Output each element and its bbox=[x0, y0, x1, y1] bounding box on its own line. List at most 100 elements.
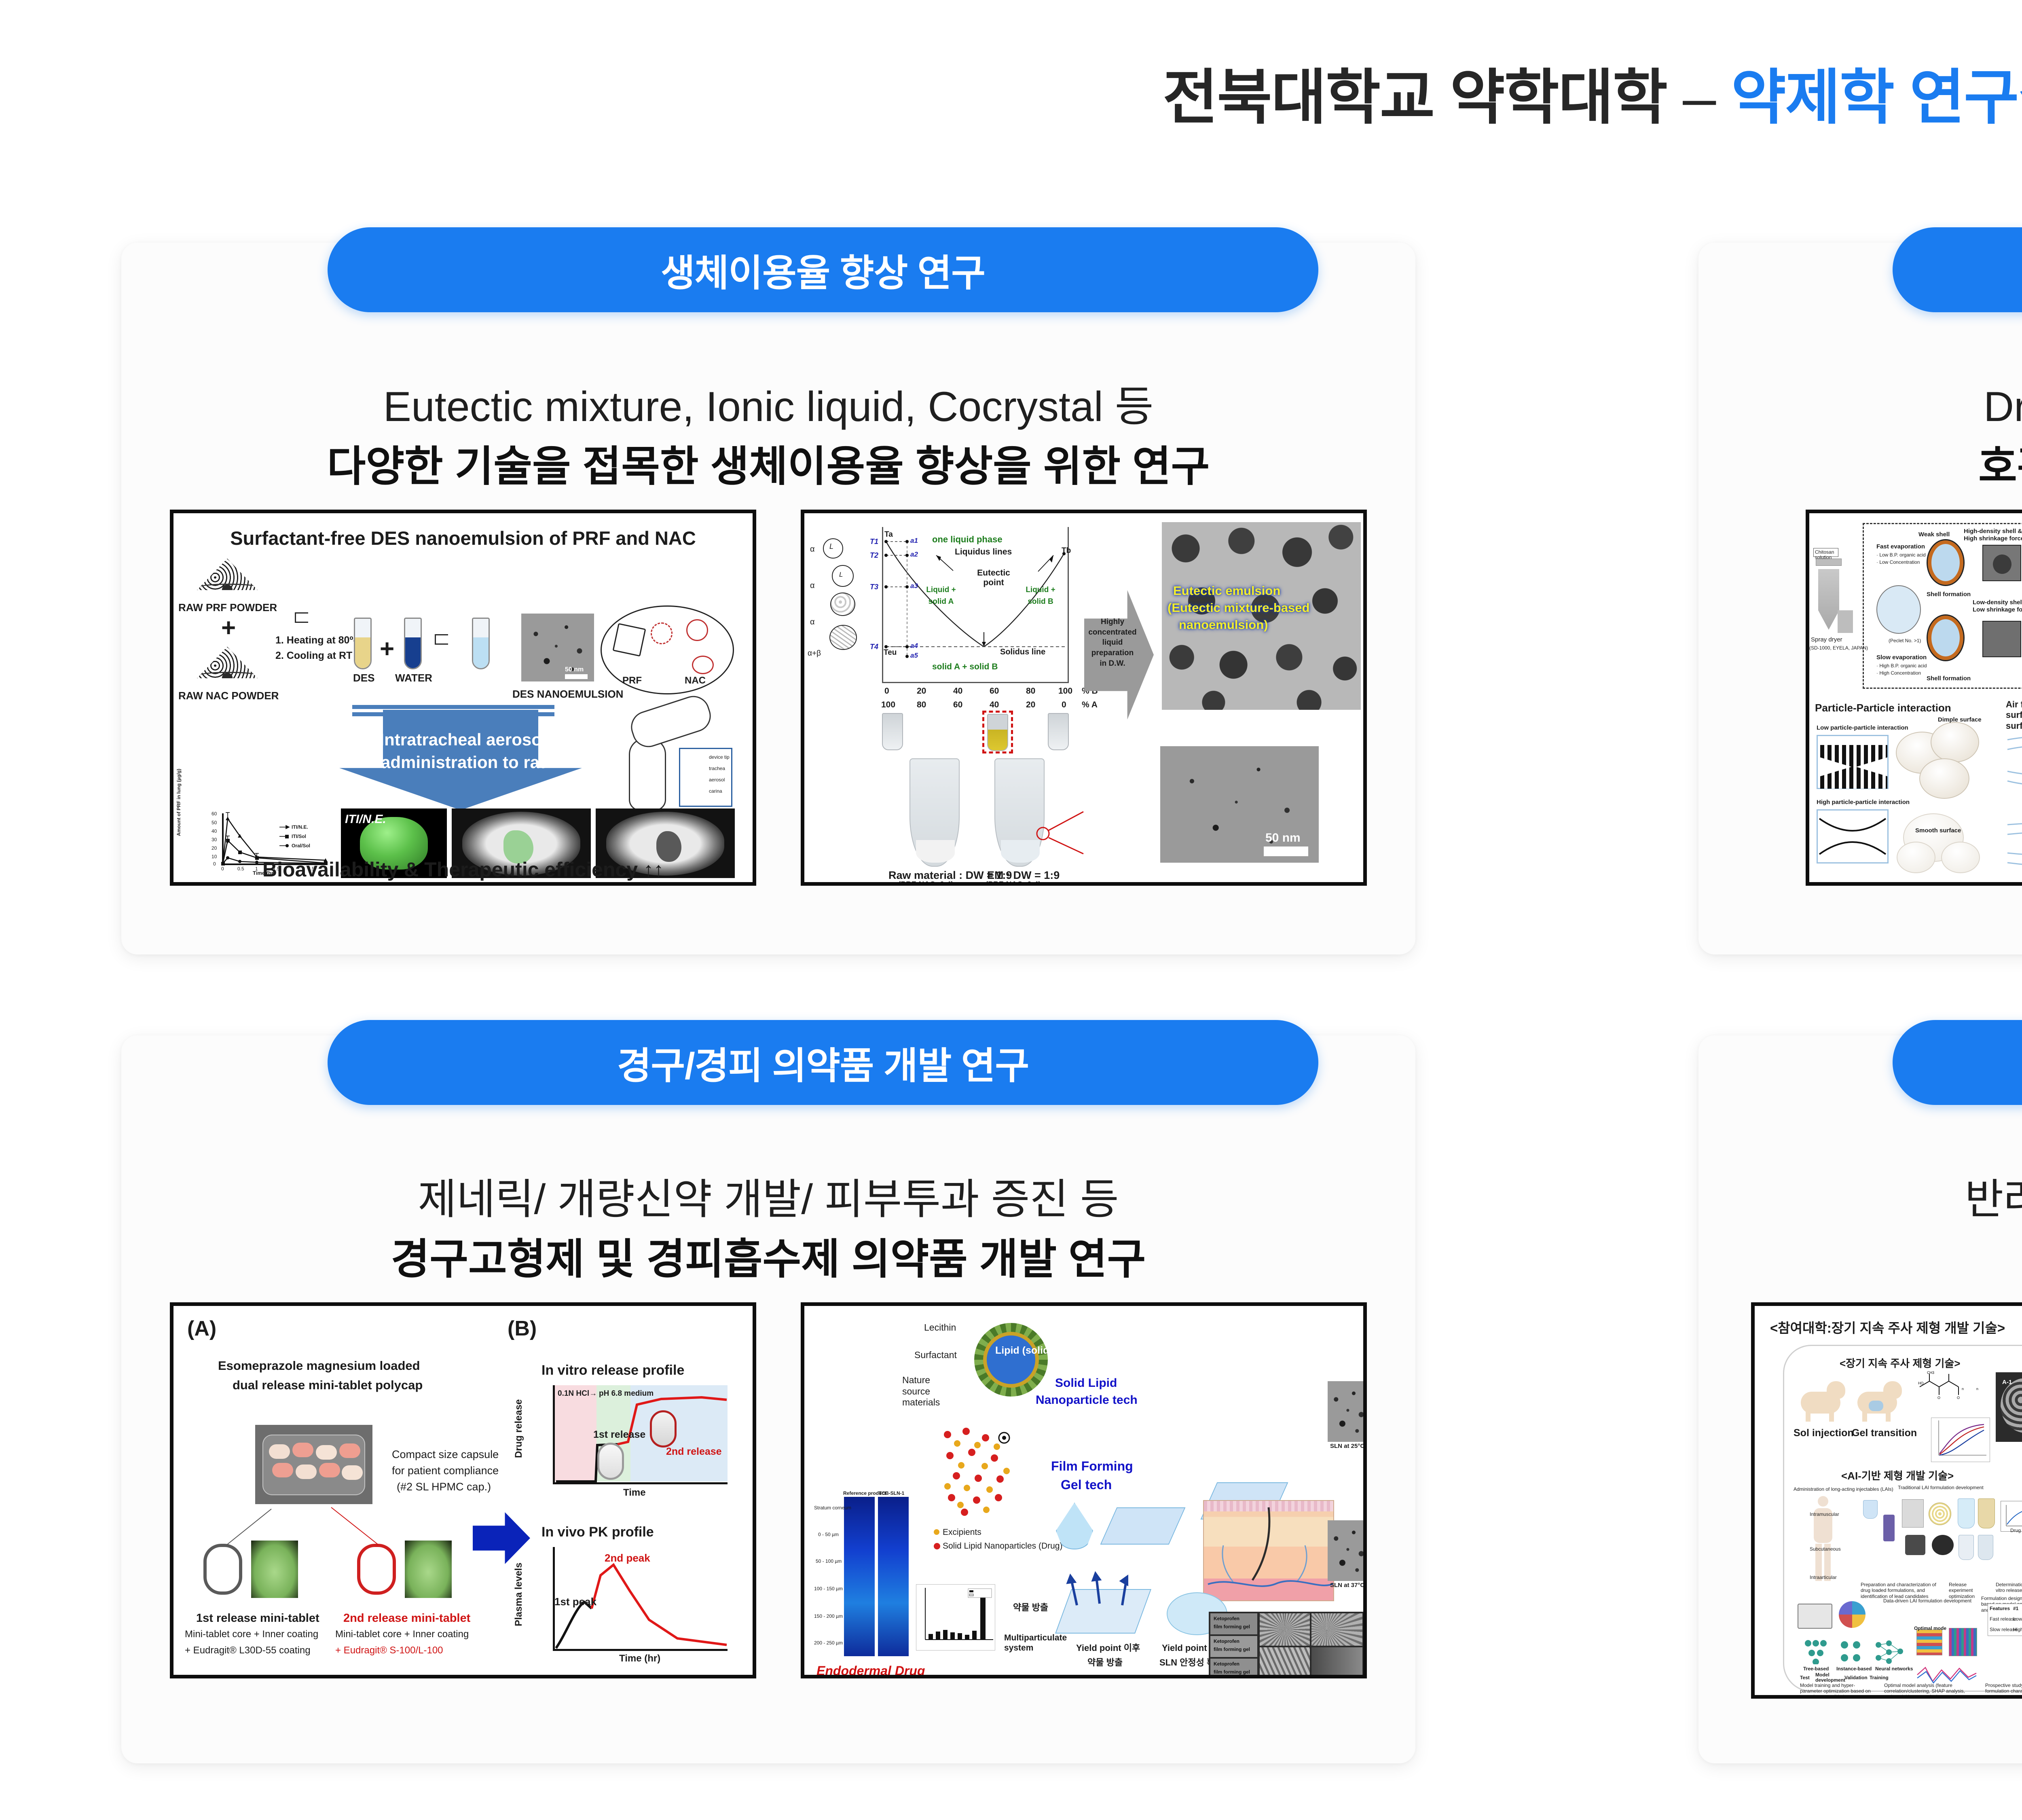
label-sln-37: SLN at 37°C bbox=[1330, 1582, 1365, 1589]
label-t2: T2 bbox=[870, 551, 879, 559]
xtick-b-60: 60 bbox=[990, 686, 999, 696]
label-prospective: Prospective study and formulation charac… bbox=[1985, 1682, 2022, 1694]
label-raw-nac: RAW NAC POWDER bbox=[178, 690, 279, 702]
panel-b-label: (B) bbox=[508, 1317, 537, 1340]
headline-line2: 호흡기 약물 전달을 위한 흡입제형 개발 및 최적화 bbox=[1978, 443, 2022, 490]
label-lai-admin: Administration of long-acting injectable… bbox=[1794, 1486, 1893, 1492]
benzene-ring-icon bbox=[612, 623, 646, 657]
low-pp-box bbox=[1817, 735, 1889, 789]
droplet-initial-icon bbox=[1876, 585, 1921, 634]
label-data-driven: Data-driven LAI formulation development bbox=[1883, 1598, 1972, 1604]
phase-diagram-curves bbox=[884, 540, 1067, 658]
pk-xaxis bbox=[222, 863, 326, 865]
hbond-marker-2 bbox=[686, 619, 708, 641]
page-title: 전북대학교 약학대학 – 약제학 연구실 bbox=[0, 49, 2022, 135]
label-des: DES bbox=[353, 672, 375, 684]
label-nac: NAC bbox=[685, 675, 706, 686]
rat-carina-label: carina bbox=[709, 788, 722, 794]
ketoprofen-l1-c: Ketoprofen bbox=[1214, 1661, 1239, 1667]
heatmap-icon bbox=[1916, 1630, 1942, 1655]
label-t4: T4 bbox=[870, 643, 879, 651]
legend-excipients: Excipients bbox=[943, 1528, 981, 1537]
xtick-b-20: 20 bbox=[917, 686, 926, 696]
pk-ylabel: Amount of PRF in lung (µg/g) bbox=[176, 768, 182, 836]
invitro-title: In vitro release profile bbox=[541, 1363, 685, 1378]
matrix-col-1: #1 bbox=[2013, 1606, 2019, 1611]
scale-bar bbox=[565, 674, 588, 679]
caption-em-sub: (PRF:NAC=6:4) bbox=[986, 880, 1041, 886]
label-model-training: Model training and hyper-parameter optim… bbox=[1800, 1682, 1871, 1699]
label-sol-injection: Sol injection bbox=[1794, 1427, 1854, 1439]
label-tcb-sln: TCB-SLN-1 bbox=[879, 1490, 905, 1496]
arrow-text-line2: administration to rat bbox=[381, 753, 546, 772]
pk-xtick-3: 3 bbox=[325, 866, 328, 872]
label-fast-evap-b1: · Low B.P. organic acid bbox=[1876, 552, 1926, 558]
eso-title-2: dual release mini-tablet polycap bbox=[233, 1378, 423, 1392]
card-pill-oral-transdermal[interactable]: 경구/경피 의약품 개발 연구 bbox=[328, 1020, 1318, 1105]
card-pill-inhalation[interactable]: 흡입제형 개발 연구 bbox=[1893, 227, 2022, 312]
label-test: Test bbox=[1800, 1675, 1810, 1680]
header-left: <참여대학:장기 지속 주사 제형 개발 기술> bbox=[1770, 1321, 2005, 1335]
label-a3: a3 bbox=[910, 582, 918, 590]
micro-circle-2 bbox=[832, 565, 854, 587]
matrix-fast-1: Low bbox=[2013, 1616, 2022, 1622]
card-pill-bioavailability[interactable]: 생체이용율 향상 연구 bbox=[328, 227, 1318, 312]
human-body-icon bbox=[1799, 1496, 1846, 1582]
mechanism-dashbox bbox=[1863, 523, 2022, 689]
figure-lai-ai-formulation: <참여대학:장기 지속 주사 제형 개발 기술> <참여 기업:폴리펩타이드 관… bbox=[1751, 1302, 2022, 1699]
micro-circle-3 bbox=[830, 593, 855, 616]
label-shell-formation-2: Shell formation bbox=[1927, 675, 1971, 682]
label-alpha-beta: α+β bbox=[808, 649, 821, 658]
droplet-slow-icon bbox=[1927, 614, 1965, 661]
label-multiparticulate: Multiparticulate system bbox=[1004, 1633, 1067, 1653]
pk-ytick-20: 20 bbox=[212, 845, 217, 851]
xtick-b-80: 80 bbox=[1026, 686, 1036, 696]
label-training: Training bbox=[1870, 1675, 1889, 1680]
label-t3: T3 bbox=[870, 583, 879, 591]
label-pct-a: % A bbox=[1082, 700, 1098, 709]
label-slow-evap: Slow evaporation bbox=[1876, 654, 1927, 661]
label-tb: Tb bbox=[1062, 546, 1071, 555]
label-subcutaneous: Subcutaneous bbox=[1810, 1546, 1841, 1552]
dog-icon-2 bbox=[1855, 1378, 1904, 1422]
invivo-xlabel: Time (hr) bbox=[619, 1653, 661, 1664]
invitro-medium1: 0.1N HCl→ bbox=[558, 1389, 597, 1398]
data-pie-icon bbox=[1839, 1601, 1865, 1628]
headline-line2: 다양한 기술을 접목한 생체이용율 향상을 위한 연구 bbox=[327, 443, 1210, 490]
label-traditional-lai: Traditional LAI formulation development bbox=[1898, 1485, 1984, 1490]
label-alpha-1: α bbox=[810, 545, 815, 554]
minitab-first-icon bbox=[203, 1544, 242, 1595]
label-instance-based: Instance-based bbox=[1836, 1666, 1872, 1672]
caption-raw-sub: (PRF:NAC=6:4) bbox=[898, 880, 954, 886]
polycap-photo bbox=[255, 1425, 372, 1504]
nn-model-icon bbox=[1874, 1639, 1904, 1664]
label-depth-4: 200 - 250 µm bbox=[814, 1640, 843, 1646]
pk-xtick-1: 1 bbox=[255, 866, 258, 872]
ffg-line1: Film Forming bbox=[1051, 1459, 1133, 1473]
xtick-b-0: 0 bbox=[884, 686, 889, 696]
label-pp-interaction: Particle-Particle interaction bbox=[1815, 702, 1951, 714]
legend-sln-drug: Solid Lipid Nanoparticles (Drug) bbox=[943, 1541, 1063, 1551]
label-tree-based: Tree-based bbox=[1803, 1666, 1829, 1672]
card-pill-companion-animal[interactable]: 반려 동물의약품 개발 연구 bbox=[1893, 1020, 2022, 1105]
label-liquid-solid-b: Liquid + solid B bbox=[1026, 586, 1055, 606]
pk-xtick-2: 2 bbox=[291, 866, 294, 872]
headline-line1: 반려동물과 반려인의 투약안전성 및 편의성 개선 등 bbox=[1965, 1176, 2022, 1223]
xtick-a-0: 0 bbox=[1062, 700, 1066, 709]
label-dimple-surface: Dimple surface bbox=[1938, 716, 1982, 723]
invivo-second-peak: 2nd peak bbox=[605, 1552, 650, 1564]
ffg-line2: Gel tech bbox=[1061, 1477, 1112, 1492]
label-lipid-solid: Lipid (solid) bbox=[995, 1345, 1053, 1356]
ketoprofen-l1-a: Ketoprofen bbox=[1214, 1616, 1239, 1621]
figure-row: Chitosan solution Spray dryer (SD-1000, … bbox=[1698, 510, 2022, 886]
second-tab-title: 2nd release mini-tablet bbox=[343, 1612, 471, 1625]
matrix-fast: Fast release bbox=[1990, 1616, 2017, 1622]
headline-line2: 반려동물용 경구/경피 의약품 개발 연구 bbox=[1698, 1225, 2022, 1286]
lai-workflow-icons: Drug release Days bbox=[1857, 1493, 2022, 1578]
pk-xtick-15: 1.5 bbox=[273, 866, 280, 872]
label-validation: Validation bbox=[1844, 1675, 1868, 1680]
step-cooling: 2. Cooling at RT bbox=[275, 650, 353, 661]
legend-excipient-dot bbox=[934, 1529, 939, 1535]
